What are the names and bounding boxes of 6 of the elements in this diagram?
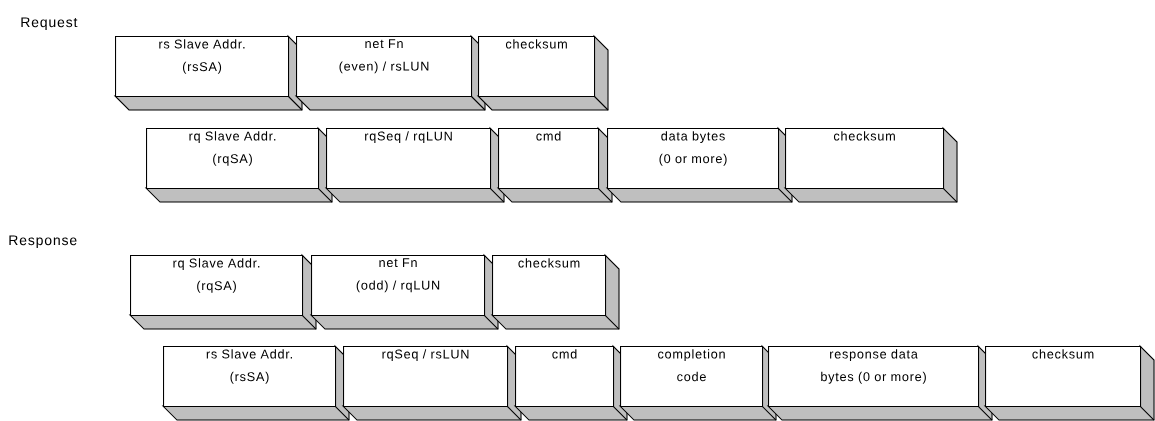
node-label: rqSeq / rsLUN bbox=[382, 349, 469, 362]
section-heading: Request bbox=[21, 17, 78, 30]
node-label: cmd bbox=[552, 349, 577, 359]
node-label: completion code bbox=[658, 349, 725, 382]
section-heading: Response bbox=[9, 235, 77, 248]
node-label: checksum bbox=[1032, 349, 1094, 359]
